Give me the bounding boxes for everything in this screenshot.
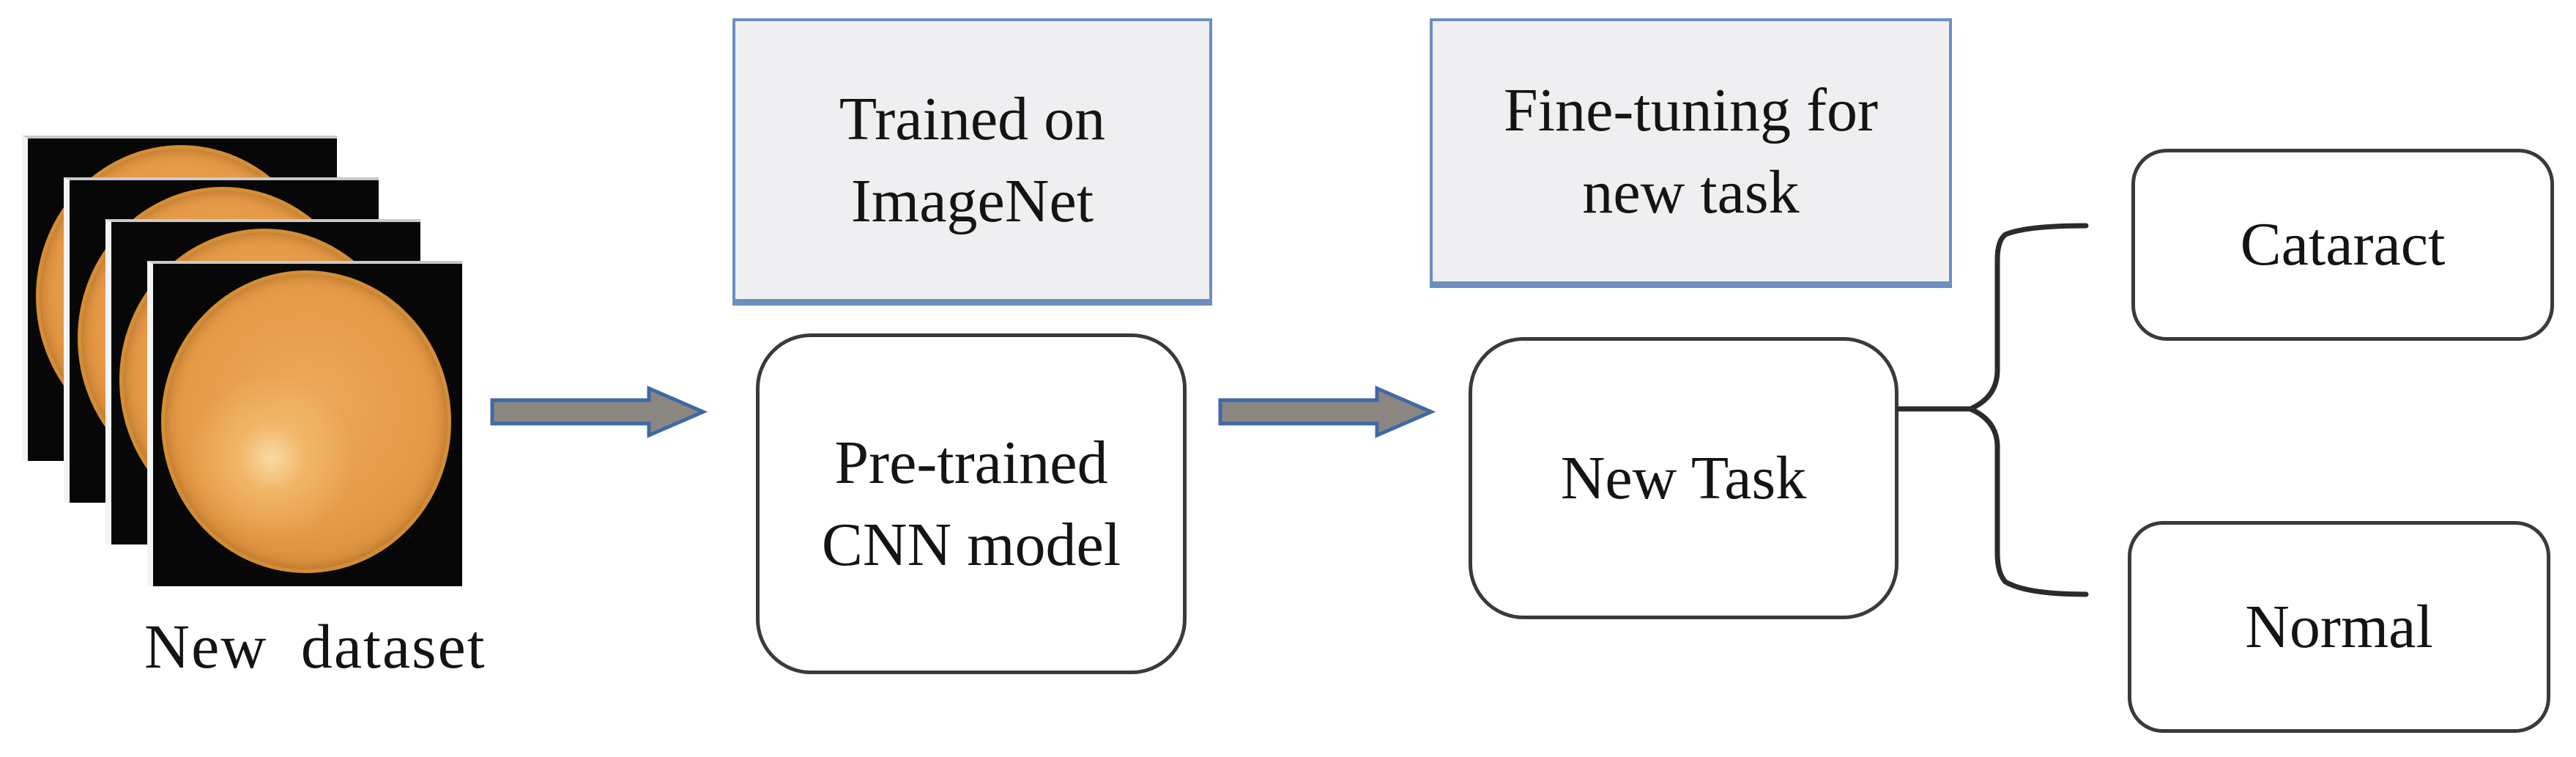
fundus-image bbox=[147, 261, 462, 586]
arrow-right-icon bbox=[1218, 385, 1436, 438]
finetuning-line2: new task bbox=[1582, 158, 1800, 226]
normal-label: Normal bbox=[2245, 592, 2433, 661]
pretrained-cnn-line2: CNN model bbox=[821, 510, 1121, 579]
cataract-label: Cataract bbox=[2240, 210, 2446, 278]
fundus-image-stack bbox=[0, 0, 659, 757]
brace-right-icon bbox=[1896, 223, 2089, 597]
normal-node: Normal bbox=[2128, 521, 2550, 733]
trained-on-imagenet-line1: Trained on bbox=[839, 84, 1106, 153]
new-task-label: New Task bbox=[1560, 443, 1807, 512]
arrow-right-icon bbox=[490, 385, 708, 438]
finetuning-line1: Fine-tuning for bbox=[1504, 75, 1878, 144]
trained-on-imagenet-line2: ImageNet bbox=[850, 166, 1094, 235]
retina-photo bbox=[160, 270, 452, 574]
pretrained-cnn-node: Pre-trained CNN model bbox=[756, 333, 1187, 674]
new-task-node: New Task bbox=[1469, 337, 1898, 619]
cataract-node: Cataract bbox=[2131, 149, 2554, 341]
dataset-label: New dataset bbox=[144, 611, 486, 682]
finetuning-box: Fine-tuning for new task bbox=[1430, 18, 1952, 288]
trained-on-imagenet-box: Trained on ImageNet bbox=[732, 18, 1212, 306]
brace-path bbox=[1964, 223, 2089, 597]
pretrained-cnn-line1: Pre-trained bbox=[834, 428, 1108, 497]
